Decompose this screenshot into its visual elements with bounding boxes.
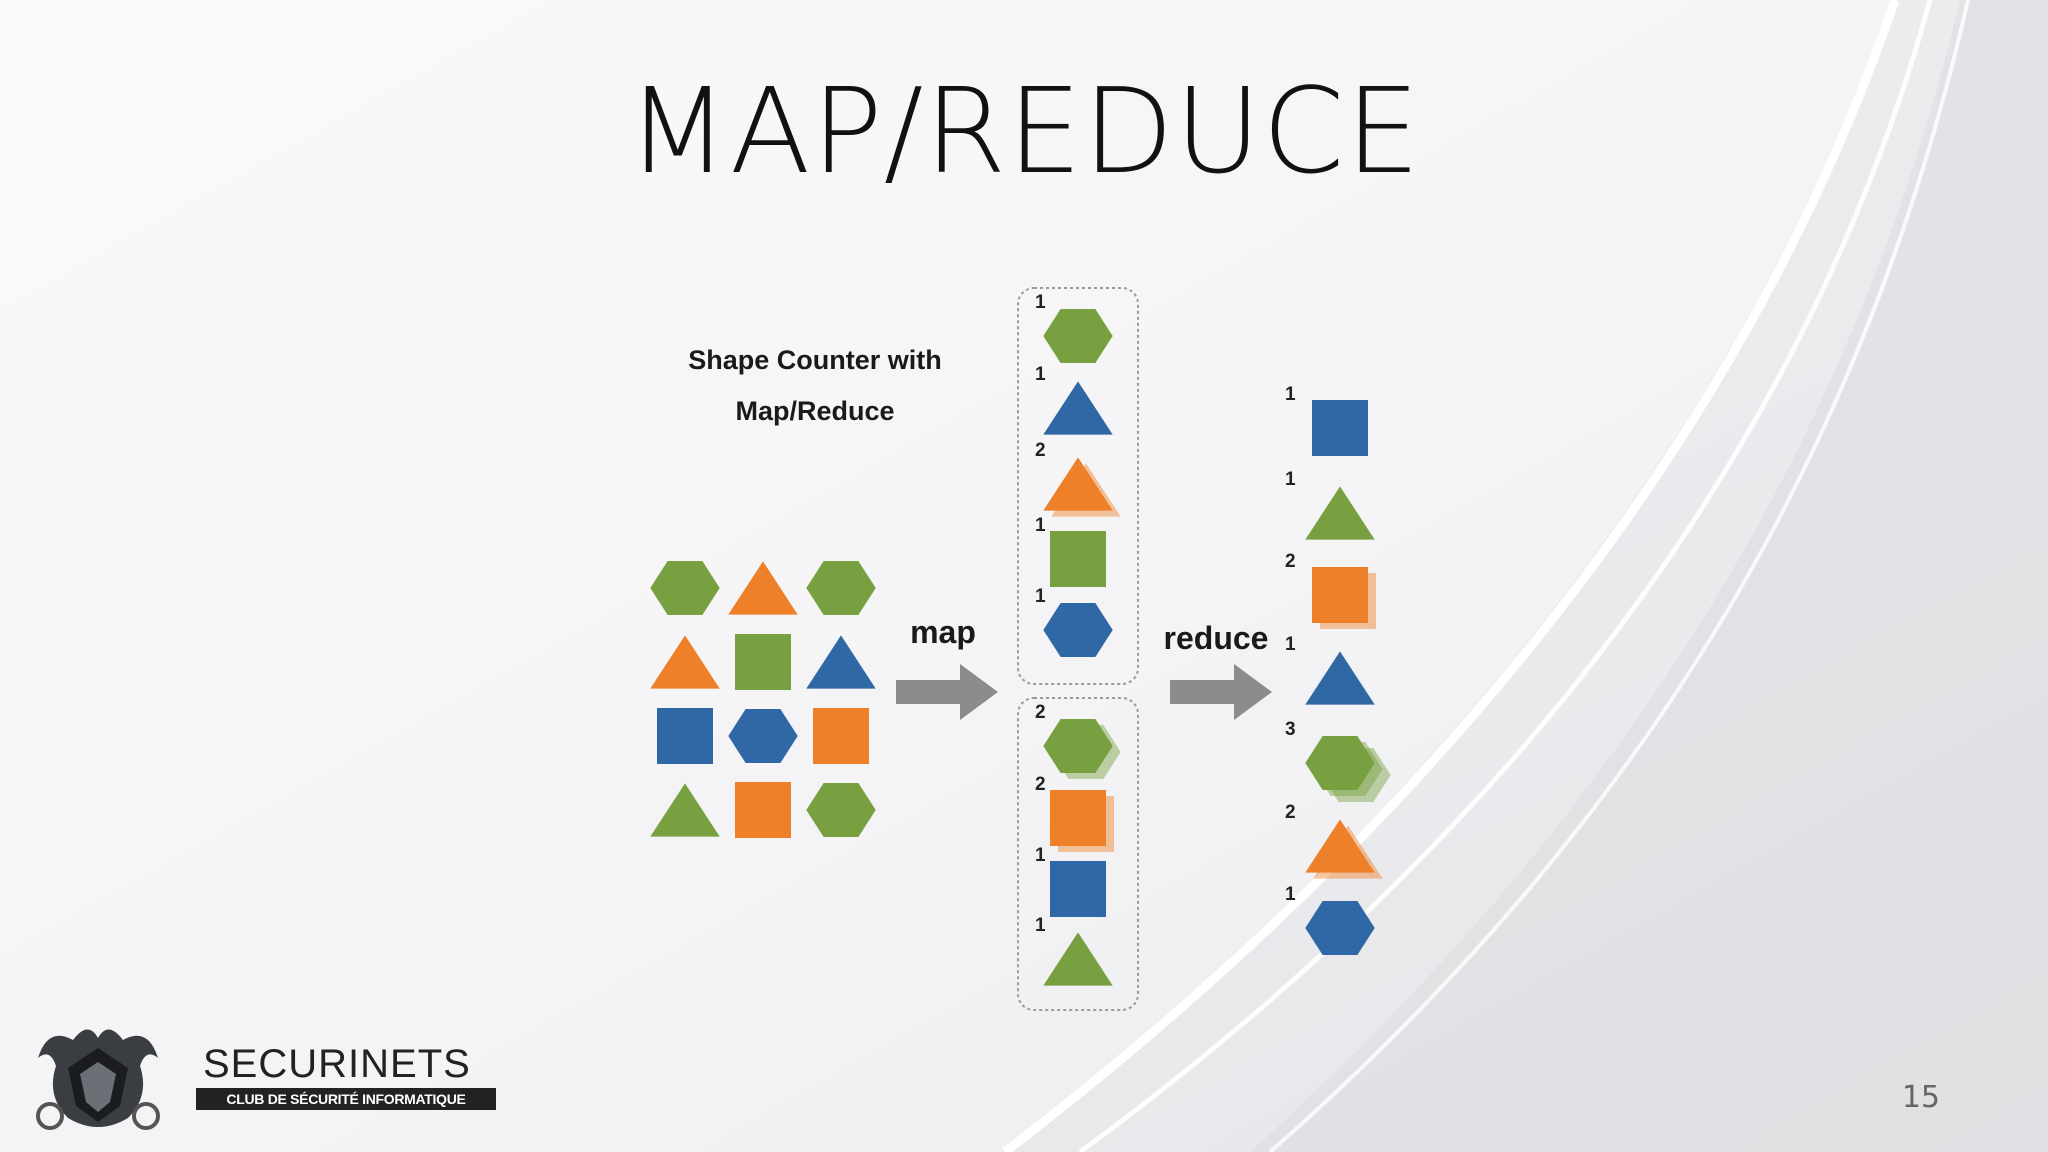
map-group1-item-count: 2 — [1035, 440, 1046, 461]
reduce-item-count: 2 — [1285, 802, 1296, 823]
reduce-item-blue-hexagon-icon — [1305, 900, 1375, 956]
input-green-hexagon-icon — [806, 782, 876, 838]
reduce-label: reduce — [1164, 620, 1269, 656]
reduce-item-blue-triangle-icon — [1305, 651, 1375, 705]
reduce-item-green-hexagon-icon — [1305, 735, 1375, 791]
map-group2-item-orange-square-icon — [1050, 790, 1106, 846]
map-group2-item-count: 1 — [1035, 845, 1046, 866]
page-number: 15 — [1901, 1080, 1940, 1115]
map-group1-item-green-square-icon — [1050, 531, 1106, 587]
reduce-item-orange-square-icon — [1312, 567, 1368, 623]
map-group-box-2 — [1017, 697, 1139, 1011]
map-group2-item-count: 2 — [1035, 774, 1046, 795]
map-group-box-1 — [1017, 287, 1139, 685]
map-group1-item-count: 1 — [1035, 586, 1046, 607]
diagram-caption-line2: Map/Reduce — [735, 396, 895, 426]
map-group1-item-count: 1 — [1035, 515, 1046, 536]
input-orange-triangle-icon — [728, 561, 798, 615]
map-group1-item-blue-hexagon-icon — [1043, 602, 1113, 658]
reduce-item-count: 1 — [1285, 884, 1296, 905]
reduce-item-count: 3 — [1285, 719, 1296, 740]
reduce-arrow-icon — [1170, 664, 1272, 720]
reduce-item-green-triangle-icon — [1305, 486, 1375, 540]
input-green-hexagon-icon — [806, 560, 876, 616]
map-label: map — [910, 614, 976, 650]
reduce-item-count: 1 — [1285, 469, 1296, 490]
slide-title: MAP/REDUCE — [626, 62, 1422, 200]
input-green-square-icon — [735, 634, 791, 690]
input-orange-triangle-icon — [650, 635, 720, 689]
map-group2-item-count: 1 — [1035, 915, 1046, 936]
input-blue-square-icon — [657, 708, 713, 764]
input-orange-square-icon — [813, 708, 869, 764]
input-blue-triangle-icon — [806, 635, 876, 689]
map-group1-item-green-hexagon-icon — [1043, 308, 1113, 364]
reduce-item-count: 2 — [1285, 551, 1296, 572]
reduce-item-count: 1 — [1285, 384, 1296, 405]
map-group1-item-orange-triangle-icon — [1043, 457, 1113, 511]
shapes-layer: 1 1 2 1 1 2 2 1 1 1 1 2 1 3 2 1 — [650, 292, 1391, 986]
securinets-emblem-icon — [36, 1029, 160, 1130]
reduce-item-orange-triangle-icon — [1305, 819, 1375, 873]
reduce-item-blue-square-icon — [1312, 400, 1368, 456]
map-group1-item-count: 1 — [1035, 364, 1046, 385]
securinets-logo: SECURINETS CLUB DE SÉCURITÉ INFORMATIQUE — [28, 1018, 498, 1138]
map-group2-item-green-hexagon-icon — [1043, 718, 1113, 774]
input-blue-hexagon-icon — [728, 708, 798, 764]
input-green-triangle-icon — [650, 783, 720, 837]
logo-tagline: CLUB DE SÉCURITÉ INFORMATIQUE — [196, 1088, 496, 1110]
map-group1-item-blue-triangle-icon — [1043, 381, 1113, 435]
reduce-item-count: 1 — [1285, 634, 1296, 655]
map-group2-item-green-triangle-icon — [1043, 932, 1113, 986]
map-group2-item-count: 2 — [1035, 702, 1046, 723]
map-group2-item-blue-square-icon — [1050, 861, 1106, 917]
input-green-hexagon-icon — [650, 560, 720, 616]
input-orange-square-icon — [735, 782, 791, 838]
map-arrow-icon — [896, 664, 998, 720]
map-group1-item-count: 1 — [1035, 292, 1046, 313]
diagram-caption-line1: Shape Counter with — [688, 345, 942, 375]
logo-name: SECURINETS — [203, 1042, 471, 1086]
